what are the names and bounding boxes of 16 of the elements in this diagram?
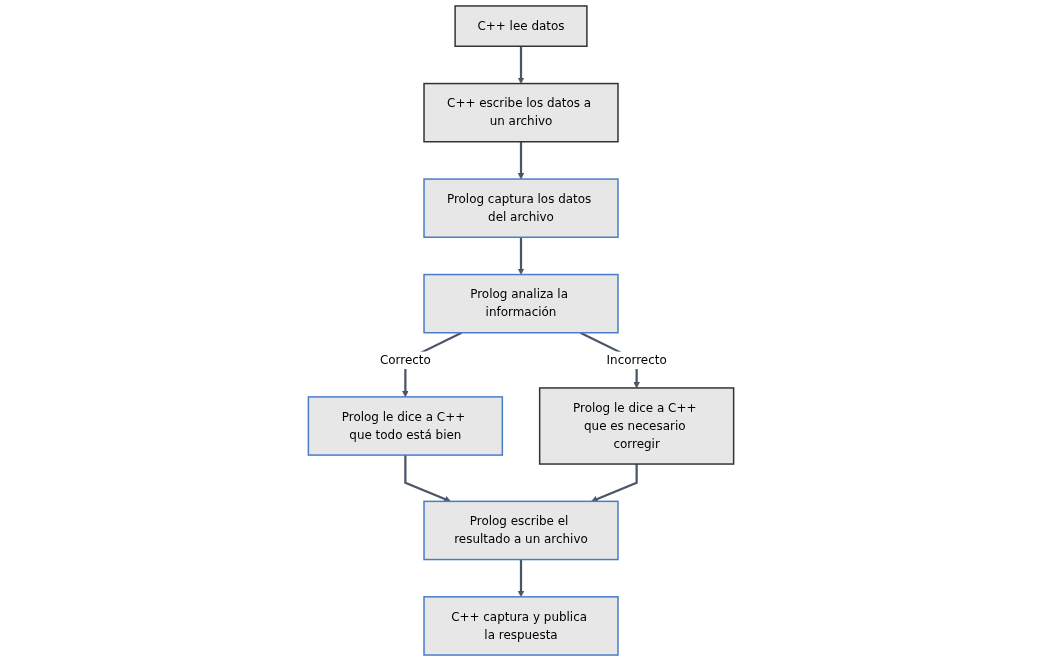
node-box: Prolog le dice a C++ que todo está bien: [307, 396, 503, 456]
node-box: Prolog analiza la información: [422, 273, 619, 334]
node-box: C++ lee datos: [453, 5, 588, 47]
node-box: Prolog escribe el resultado a un archivo: [422, 500, 619, 561]
arrow: [517, 237, 524, 275]
edge-label: Correcto: [379, 352, 431, 368]
node-box: C++ captura y publica la respuesta: [422, 596, 619, 656]
arrow: [590, 464, 638, 503]
edge-label: Incorrecto: [606, 352, 667, 368]
arrow: [403, 455, 451, 503]
node-box: Prolog captura los datos del archivo: [422, 178, 619, 238]
node-box: Prolog le dice a C++ que es necesario corregir: [538, 387, 734, 465]
node-box: C++ escribe los datos a un archivo: [422, 82, 619, 143]
arrow: [517, 559, 524, 598]
arrow: [517, 141, 524, 180]
arrow: [517, 46, 524, 84]
